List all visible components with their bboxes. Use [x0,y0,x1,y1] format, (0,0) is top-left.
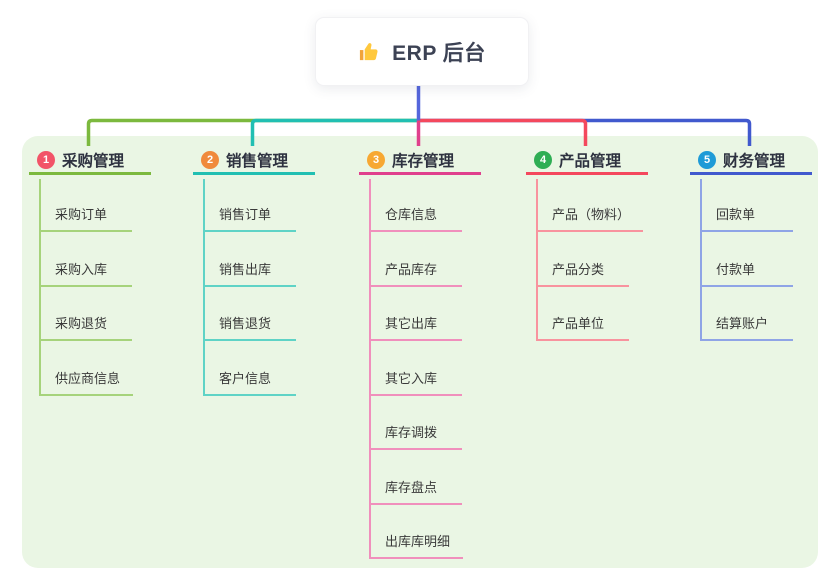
branch-header-5[interactable]: 5 财务管理 [690,148,812,175]
node-item[interactable]: 销售退货 [203,314,296,341]
branch-badge-5: 5 [698,151,716,169]
branch-child-connector [369,179,371,559]
node-item[interactable]: 库存调拨 [369,423,462,450]
branch-label: 库存管理 [392,153,455,170]
node-item[interactable]: 出库库明细 [369,532,464,559]
node-item[interactable]: 付款单 [700,260,793,287]
branch-badge-4: 4 [534,151,552,169]
branch-badge-2: 2 [201,151,219,169]
node-item[interactable]: 其它入库 [369,369,462,396]
thumbs-up-icon [358,40,381,63]
branch-child-connector [39,179,41,396]
node-item[interactable]: 产品单位 [536,314,629,341]
branch-child-connector [536,179,538,341]
node-item[interactable]: 采购退货 [39,314,132,341]
branch-child-connector [203,179,205,396]
branch-header-2[interactable]: 2 销售管理 [193,148,315,175]
node-item[interactable]: 回款单 [700,205,793,232]
branch-label: 产品管理 [559,153,622,170]
node-item[interactable]: 结算账户 [700,314,793,341]
branch-badge-1: 1 [37,151,55,169]
branch-badge-3: 3 [367,151,385,169]
branch-label: 财务管理 [723,153,786,170]
node-item[interactable]: 客户信息 [203,369,296,396]
branch-header-1[interactable]: 1 采购管理 [29,148,151,175]
node-item[interactable]: 采购入库 [39,260,132,287]
branch-header-3[interactable]: 3 库存管理 [359,148,481,175]
branch-header-4[interactable]: 4 产品管理 [526,148,648,175]
node-item[interactable]: 仓库信息 [369,205,462,232]
branch-child-connector [700,179,702,341]
node-item[interactable]: 其它出库 [369,314,462,341]
node-item[interactable]: 库存盘点 [369,478,462,505]
node-item[interactable]: 销售出库 [203,260,296,287]
node-item[interactable]: 产品（物料） [536,205,644,232]
node-item[interactable]: 产品库存 [369,260,462,287]
root-node-erp[interactable]: ERP 后台 [315,17,529,86]
root-node-label: ERP 后台 [392,41,486,65]
node-item[interactable]: 供应商信息 [39,369,134,396]
node-item[interactable]: 采购订单 [39,205,132,232]
branches-background-panel [22,136,818,568]
node-item[interactable]: 销售订单 [203,205,296,232]
branch-label: 销售管理 [226,153,289,170]
node-item[interactable]: 产品分类 [536,260,629,287]
branch-label: 采购管理 [62,153,125,170]
